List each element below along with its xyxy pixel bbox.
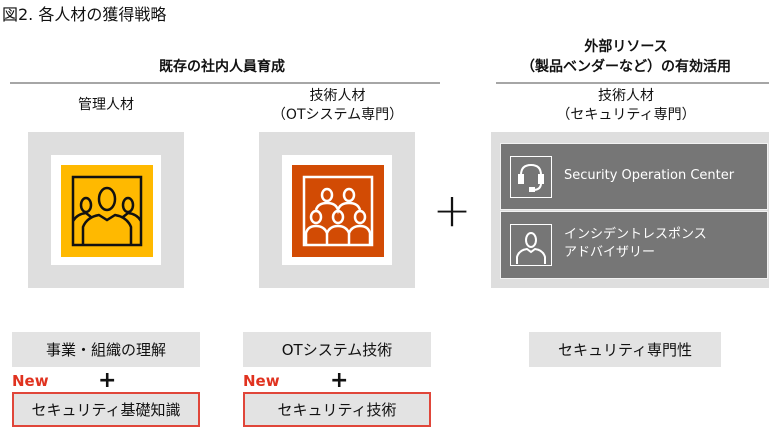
skill-security-expertise: セキュリティ専門性 bbox=[529, 332, 721, 367]
person-icon bbox=[510, 224, 552, 266]
plus-sign: + bbox=[98, 368, 117, 393]
new-badge: New bbox=[243, 372, 280, 390]
right-heading-rule bbox=[496, 82, 769, 84]
column-title-management: 管理人材 bbox=[78, 97, 134, 113]
meeting-people-icon bbox=[61, 165, 153, 257]
right-column-subtitle: （セキュリティ専門） bbox=[556, 107, 696, 123]
figure-title: 図2. 各人材の獲得戦略 bbox=[2, 5, 167, 24]
skill-ot-system: OTシステム技術 bbox=[243, 332, 431, 367]
service-soc-label: Security Operation Center bbox=[564, 168, 735, 183]
service-ir-label-line2: アドバイザリー bbox=[564, 245, 656, 260]
right-column-title: 技術人材 bbox=[598, 88, 654, 104]
technical-icon-frame bbox=[259, 132, 415, 288]
combine-plus-sign: + bbox=[432, 183, 472, 237]
service-soc: Security Operation Center bbox=[500, 143, 768, 210]
left-section-heading: 既存の社内人員育成 bbox=[159, 59, 285, 75]
right-section-heading-line1: 外部リソース bbox=[584, 39, 668, 55]
management-icon-frame bbox=[28, 132, 184, 288]
plus-sign: + bbox=[330, 368, 349, 393]
skill-security-basics: セキュリティ基礎知識 bbox=[12, 392, 200, 427]
headset-icon bbox=[510, 156, 552, 198]
left-heading-rule bbox=[10, 82, 440, 84]
team-hierarchy-icon bbox=[292, 165, 384, 257]
right-section-heading-line2: （製品ベンダーなど）の有効活用 bbox=[521, 59, 731, 75]
external-resources-frame: Security Operation Center インシデントレスポンス アド… bbox=[491, 132, 769, 288]
new-badge: New bbox=[12, 372, 49, 390]
skill-business-understanding: 事業・組織の理解 bbox=[12, 332, 200, 367]
service-incident-response: インシデントレスポンス アドバイザリー bbox=[500, 211, 768, 279]
service-ir-label-line1: インシデントレスポンス bbox=[564, 227, 707, 242]
column-title-technical: 技術人材 bbox=[309, 88, 366, 104]
skill-security-tech: セキュリティ技術 bbox=[243, 392, 431, 427]
column-subtitle-technical: （OTシステム専門） bbox=[271, 107, 404, 123]
